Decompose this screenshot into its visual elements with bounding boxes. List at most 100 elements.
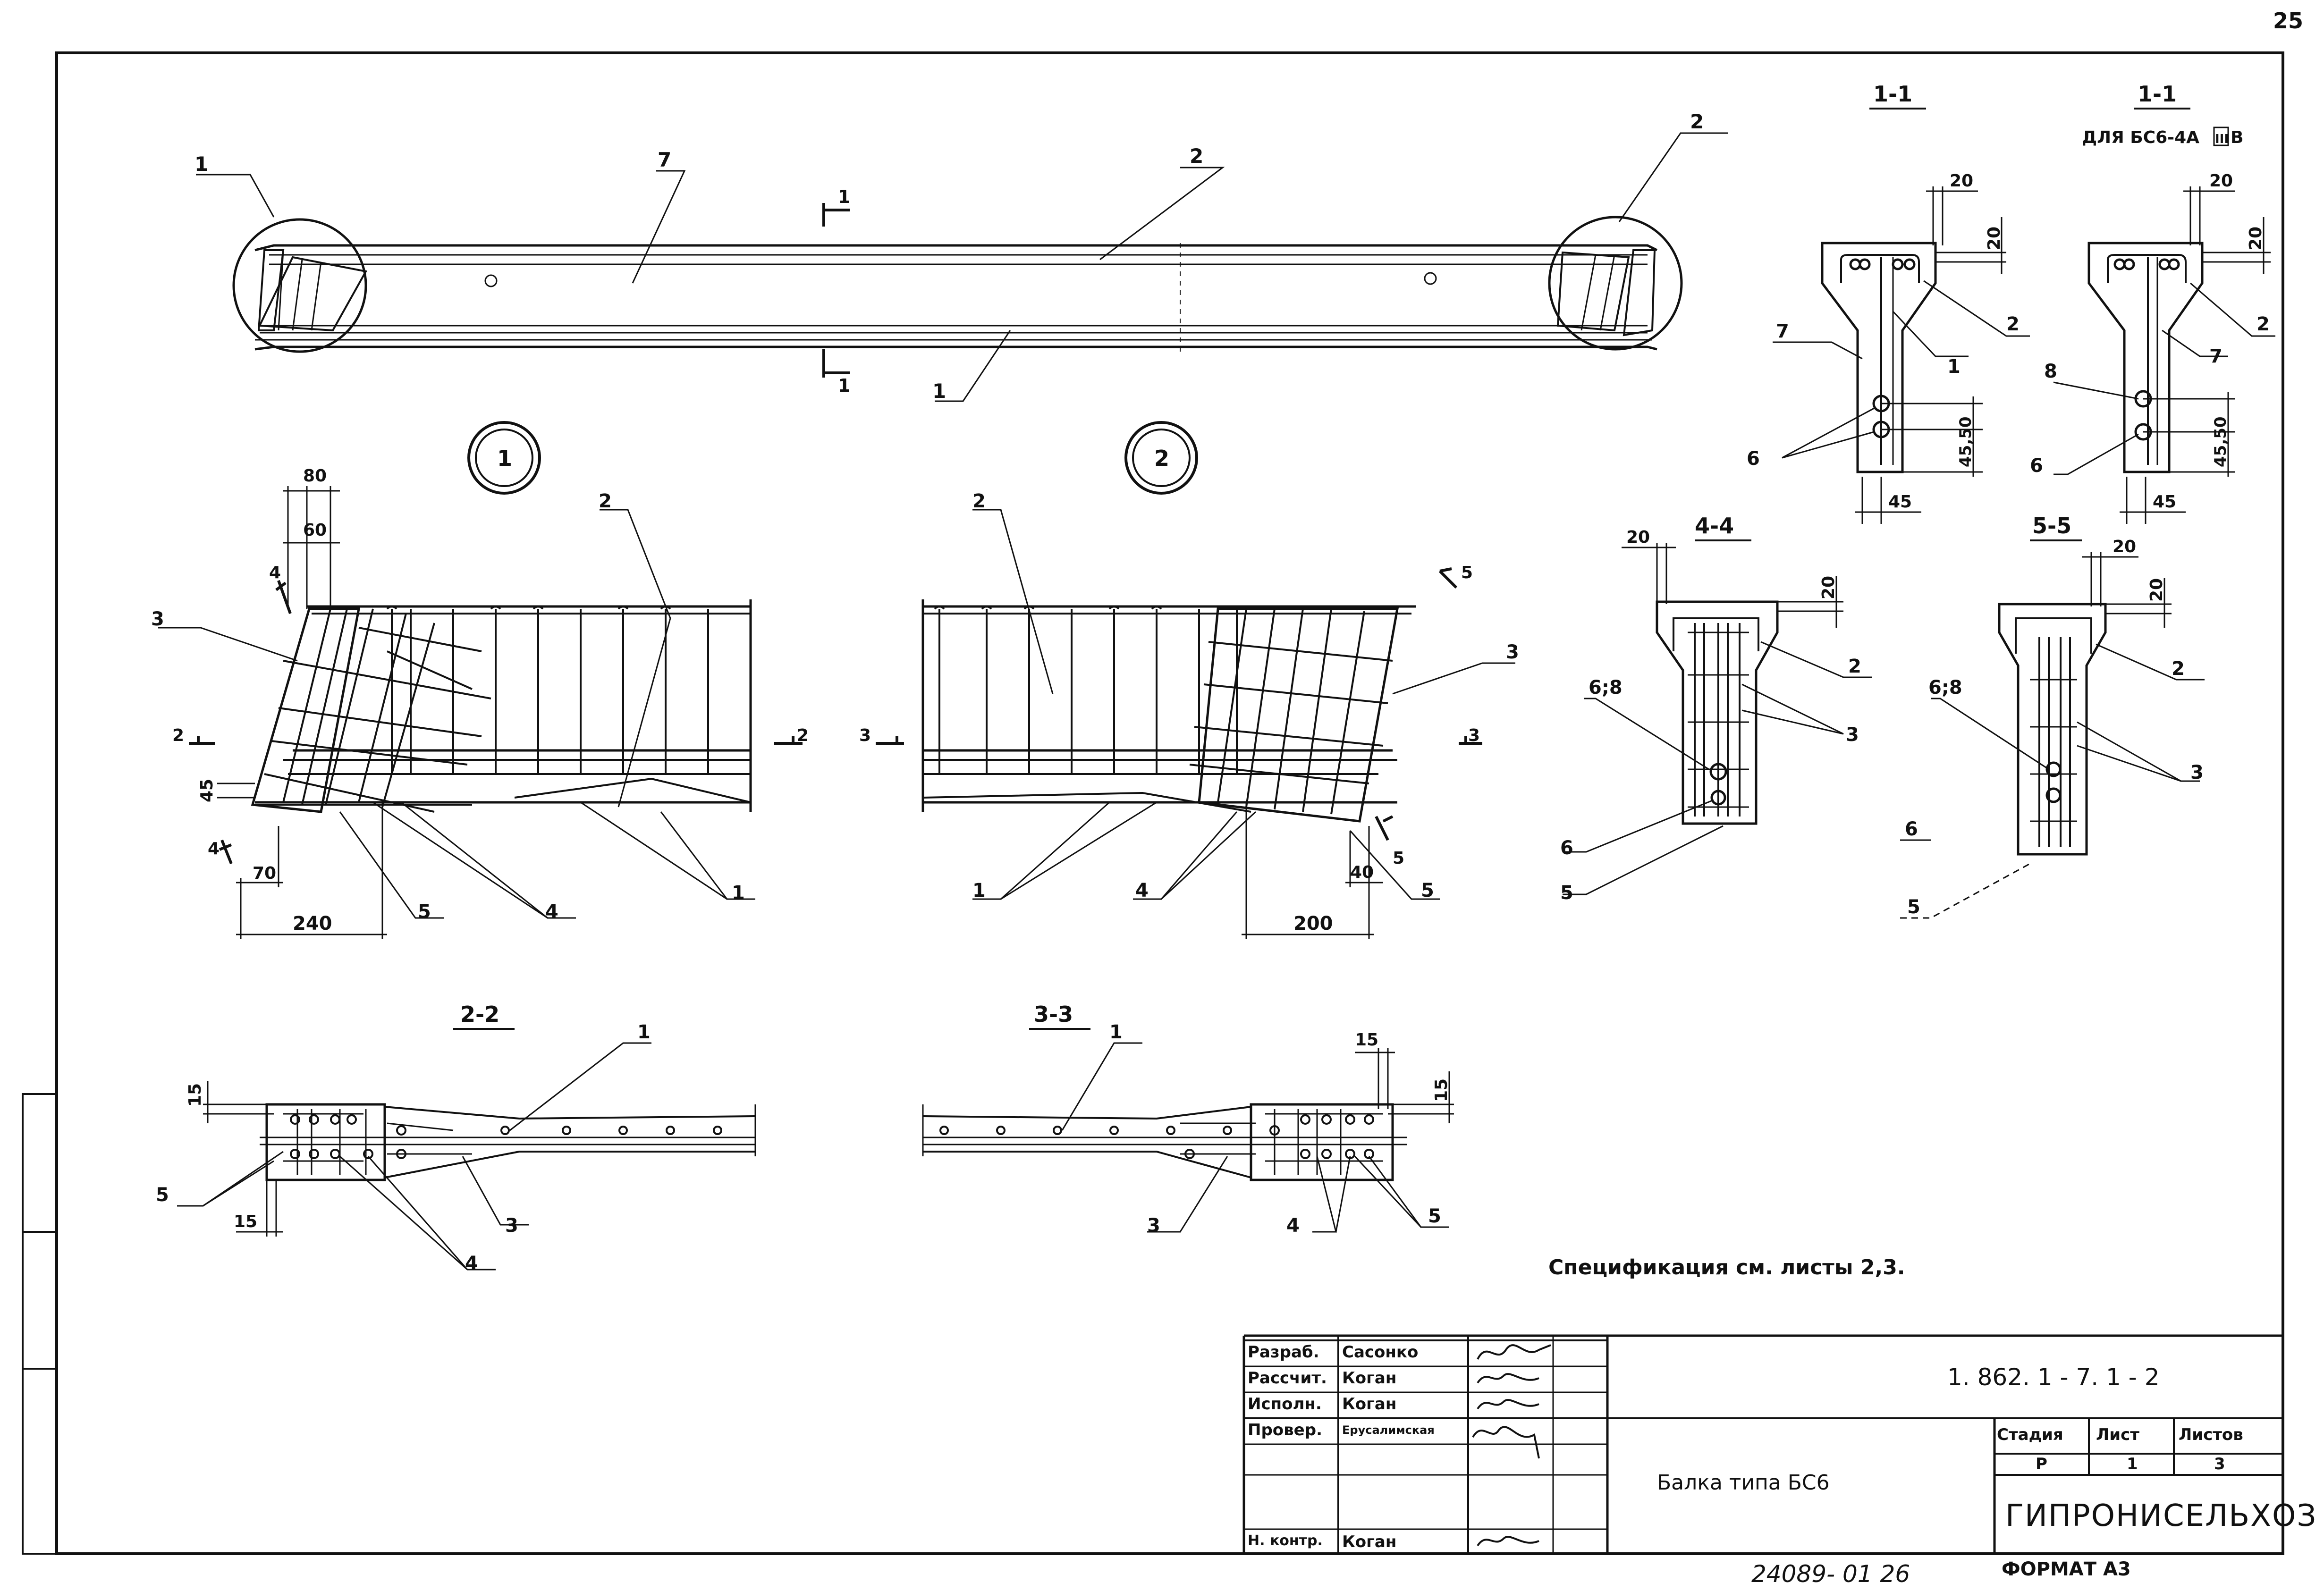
- label-1: 1: [932, 379, 946, 403]
- label-7: 7: [658, 148, 671, 171]
- dim-20: 20: [2113, 537, 2136, 556]
- person-name: Коган: [1342, 1532, 1397, 1551]
- person-name: Ерусалимская: [1342, 1423, 1435, 1437]
- role-label: Рассчит.: [1248, 1369, 1327, 1388]
- label-2: 2: [1190, 144, 1203, 168]
- label-1: 1: [1947, 356, 1961, 378]
- label-2: 2: [1848, 656, 1861, 677]
- section-1-1-labels: 1-1 20 20 45,50 45 7 1 2 6: [1747, 81, 2020, 512]
- dim-45: 45: [2153, 492, 2176, 512]
- label-3: 3: [1506, 641, 1519, 663]
- dim-45-50: 45,50: [2211, 416, 2230, 467]
- dim-45: 45: [1888, 492, 1912, 512]
- dim-80: 80: [303, 466, 327, 486]
- label-3: 3: [505, 1215, 518, 1237]
- dim-20: 20: [1950, 171, 1973, 191]
- label-1: 1: [194, 152, 208, 176]
- dim-20: 20: [1626, 528, 1650, 547]
- cut-mark-3: 3: [1468, 726, 1480, 745]
- page-number: 25: [2273, 8, 2303, 34]
- label-6: 6: [2030, 455, 2043, 477]
- role-label: Н. контр.: [1248, 1532, 1323, 1549]
- dim-45: 45: [197, 779, 217, 802]
- cut-mark-5: 5: [1393, 849, 1404, 868]
- section-1-1: [1821, 242, 1937, 473]
- label-3: 3: [151, 608, 164, 630]
- label-3: 3: [1846, 724, 1859, 746]
- section-5-5-dims: [1900, 539, 2205, 919]
- label-1: 1: [972, 880, 986, 901]
- label-6: 6: [1905, 818, 1918, 840]
- detail-1-callout: [467, 421, 541, 495]
- label-2: 2: [2256, 313, 2270, 335]
- title-block-grid: [1244, 1336, 2283, 1554]
- signatures: [1472, 1344, 1551, 1547]
- detail-1: [251, 599, 752, 813]
- detail-circle-right: [1548, 216, 1683, 351]
- sheets-value: 3: [2214, 1455, 2225, 1473]
- detail-1-dims: [158, 486, 803, 939]
- label-2: 2: [1690, 110, 1704, 133]
- document-title: Балка типа БС6: [1657, 1471, 1830, 1495]
- dim-15: 15: [1355, 1030, 1378, 1050]
- dim-20: 20: [1985, 227, 2004, 250]
- specification-note: Спецификация см. листы 2,3.: [1548, 1255, 1905, 1280]
- label-5: 5: [1421, 880, 1434, 901]
- cut-mark-3: 3: [859, 726, 871, 745]
- label-1: 1: [1109, 1021, 1123, 1043]
- detail-1-labels: 80 60 45 70 240 2 3 1 4 5 4 4 2 2: [151, 466, 809, 934]
- role-label: Разраб.: [1248, 1343, 1319, 1362]
- section-3-3-labels: 3-3 15 15 1 3 4 5: [1034, 1002, 1451, 1237]
- dim-40: 40: [1350, 863, 1374, 882]
- section-2-2-dims: [177, 1028, 651, 1271]
- section-2-2: [260, 1103, 756, 1181]
- section-title-4-4: 4-4: [1695, 513, 1734, 539]
- section-title-1-1: 1-1: [1873, 81, 1912, 107]
- dim-45-50: 45,50: [1956, 416, 1975, 467]
- label-8: 8: [2044, 361, 2057, 382]
- section-note-prefix: ДЛЯ БС6-4А: [2082, 128, 2199, 147]
- dim-20: 20: [2246, 227, 2265, 250]
- document-code: 1. 862. 1 - 7. 1 - 2: [1947, 1364, 2160, 1391]
- archive-number: 24089- 01 26: [1751, 1560, 1910, 1588]
- person-name: Коган: [1342, 1369, 1397, 1388]
- label-7: 7: [2209, 345, 2223, 367]
- section-1-1-b-labels: 1-1 ДЛЯ БС6-4А III В 20 20 45,50 45 7 2 …: [2030, 81, 2270, 512]
- section-mark-1: 1: [838, 375, 850, 396]
- section-4-4: [1656, 600, 1779, 825]
- detail-2-dims: [876, 509, 1515, 939]
- section-4-4-dims: [1563, 539, 1872, 895]
- label-5: 5: [418, 901, 431, 923]
- sheets-header: Листов: [2179, 1425, 2243, 1444]
- label-1: 1: [732, 882, 745, 904]
- role-label: Исполн.: [1248, 1395, 1322, 1414]
- detail-2-number: 2: [1154, 446, 1169, 471]
- cut-mark-5: 5: [1461, 563, 1473, 582]
- label-2: 2: [2172, 658, 2185, 680]
- section-title-3-3: 3-3: [1034, 1002, 1073, 1027]
- section-3-3-dims: [1029, 1028, 1454, 1233]
- label-5: 5: [1907, 896, 1920, 918]
- section-5-5-labels: 5-5 20 20 2 3 6;8 6 5: [1905, 513, 2204, 918]
- dim-60: 60: [303, 521, 327, 540]
- section-1-1-dims: [1773, 108, 2030, 524]
- dim-70: 70: [253, 864, 276, 883]
- detail-2: [921, 599, 1416, 823]
- section-note-suffix: В: [2231, 128, 2243, 147]
- dim-200: 200: [1293, 913, 1333, 934]
- section-2-2-labels: 2-2 15 15 1 5 3 4: [156, 1002, 651, 1274]
- dim-15: 15: [234, 1212, 257, 1231]
- organization-name: ГИПРОНИСЕЛЬХОЗ: [2005, 1498, 2317, 1533]
- dim-20: 20: [1819, 576, 1838, 599]
- label-7: 7: [1776, 320, 1789, 342]
- label-4: 4: [465, 1253, 478, 1274]
- section-title-5-5: 5-5: [2032, 513, 2071, 539]
- section-3-3: [922, 1103, 1407, 1181]
- detail-2-labels: 200 40 2 3 1 4 5 5 5 3 3: [859, 490, 1519, 934]
- sheet-value: 1: [2127, 1455, 2138, 1473]
- cut-mark-2: 2: [172, 726, 184, 745]
- dim-15: 15: [1432, 1078, 1451, 1102]
- label-1: 1: [637, 1021, 651, 1043]
- detail-2-callout: [1124, 421, 1198, 495]
